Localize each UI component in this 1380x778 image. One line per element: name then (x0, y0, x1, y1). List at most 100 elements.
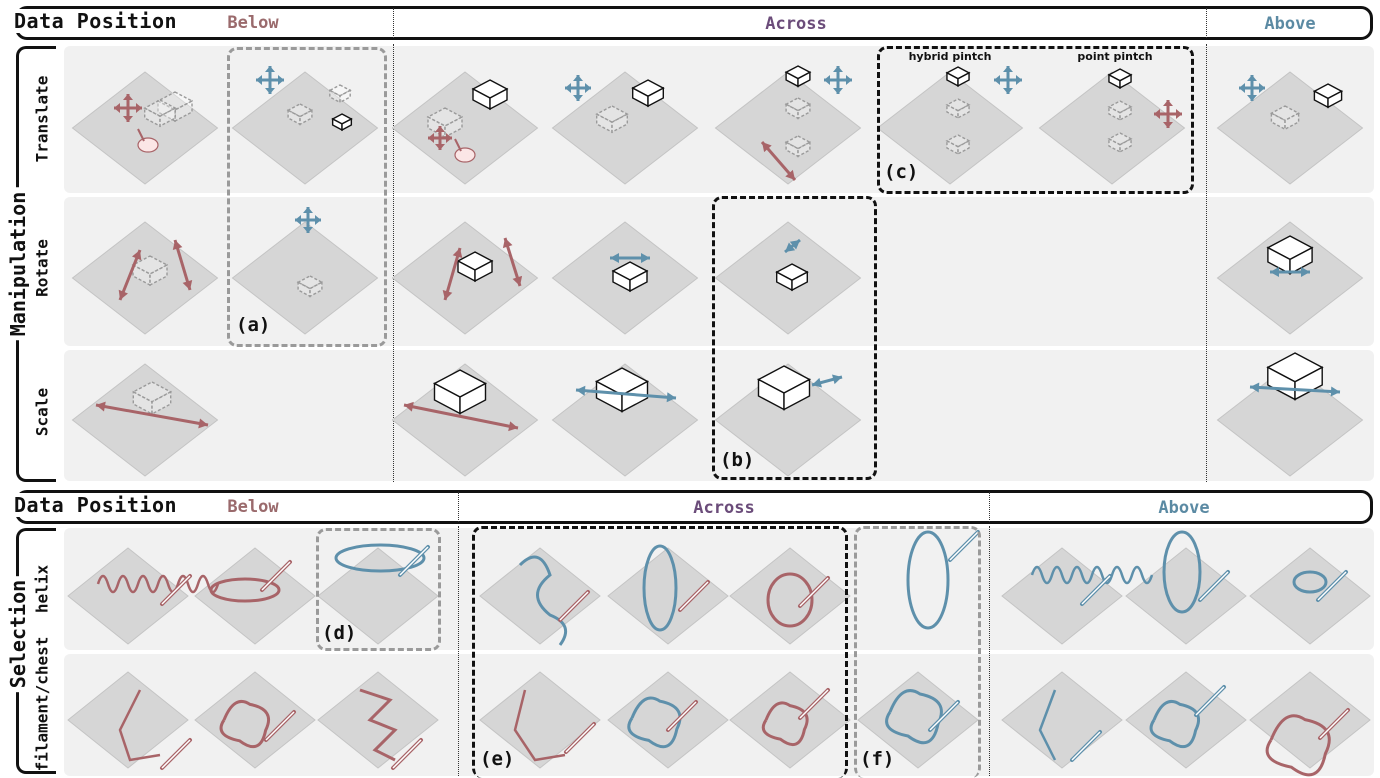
arrow-s4-head-1 (812, 377, 822, 388)
plate-translate-2 (391, 71, 539, 185)
cube-t4-g1-right (797, 103, 811, 120)
arrow-s2 (403, 403, 519, 430)
plate-rotate-2 (391, 221, 539, 335)
arrow-t6-head-2 (1163, 100, 1173, 106)
plate-rotate-7 (1216, 221, 1364, 335)
arrow-t0-head-0 (114, 103, 120, 113)
cube-r3-right (629, 269, 648, 293)
top-body-divider-1 (393, 44, 394, 482)
pen-b1-core (261, 561, 291, 591)
cube-s2-right (459, 382, 487, 415)
arrow-s7 (1249, 385, 1341, 394)
scribble-e0 (518, 555, 568, 646)
pen-e0-core (559, 591, 589, 621)
pen-f0-core (949, 531, 979, 561)
caption-hybrid-pintch: hybrid pintch (908, 50, 992, 63)
arrow-t5-head-2 (1003, 66, 1013, 72)
cube-t4-right (797, 71, 811, 88)
scribble-fb2 (359, 688, 398, 762)
plate-filament-a1 (1125, 671, 1247, 769)
highlight-box-a (227, 47, 387, 347)
plate-translate-0 (71, 71, 219, 185)
cube-t7-ghost-right (1284, 112, 1300, 131)
arrow-s3-head-1 (576, 385, 586, 396)
hand-t0-finger (137, 128, 145, 142)
blob-fa2 (1265, 714, 1331, 777)
cube-t1b-top (328, 84, 352, 97)
blob-fe2 (761, 701, 809, 747)
cube-t6-g1-left (1108, 105, 1121, 122)
arrow-r2a-head-1 (442, 289, 453, 300)
arrow-r2a (443, 247, 462, 301)
cube-t2-ghost-top (426, 107, 464, 127)
arrow-s4-head-0 (832, 374, 842, 385)
top-pos-below: Below (227, 13, 279, 33)
hand-t2-finger (454, 138, 462, 152)
arrow-s7-head-0 (1330, 386, 1340, 397)
cube-t6-g1-right (1119, 105, 1132, 122)
cube-t6-right (1119, 73, 1132, 90)
pen-ff0-core (929, 701, 959, 731)
arrow-t5-head-3 (1003, 88, 1013, 94)
pen-a2-core (1317, 571, 1347, 601)
arrow-t0-head-3 (123, 116, 133, 122)
arrow-s0-head-1 (96, 401, 106, 412)
arrow-t1-head-1 (278, 75, 284, 85)
pen-fb0-core (161, 739, 191, 769)
top-pos-across: Across (765, 14, 827, 34)
arrow-t4b-head-0 (785, 169, 795, 180)
arrow-t6-head-1 (1176, 109, 1182, 119)
plate-helix-a1 (1125, 547, 1247, 645)
bottom-body-divider-1 (458, 526, 459, 776)
pen-fa0-core (1071, 731, 1101, 761)
top-header-divider-1 (393, 8, 394, 38)
top-header-title: Data Position (10, 9, 182, 33)
bottom-body-divider-2 (989, 526, 990, 776)
curve-fb0 (118, 689, 161, 762)
pen-e2-core (799, 577, 829, 607)
cube-t0-right (159, 106, 177, 128)
arrow-t6-head-0 (1154, 109, 1160, 119)
plate-filament-e0 (479, 671, 601, 769)
arrow-t7-head-0 (1239, 83, 1245, 93)
plate-filament-b1 (194, 671, 316, 769)
hand-t0 (137, 137, 159, 153)
plate-translate-6 (1038, 71, 1186, 185)
arrow-t0-head-1 (136, 103, 142, 113)
loop-f0 (906, 530, 950, 630)
arrow-s2-head-1 (404, 401, 414, 412)
arrow-r1-head-0 (295, 215, 301, 225)
helix-a0 (1030, 565, 1154, 585)
arrow-t4b-head-1 (762, 142, 772, 153)
bottom-pos-across: Across (693, 498, 755, 518)
highlight-box-f (854, 526, 981, 778)
blob-fb1 (219, 699, 271, 749)
arrow-t5-head-0 (994, 75, 1000, 85)
tag-d: (d) (322, 622, 357, 644)
arrow-s2-head-0 (508, 421, 518, 432)
pen-fa1-core (1195, 686, 1225, 716)
top-pos-above: Above (1264, 14, 1316, 34)
arrow-t3-head-1 (585, 83, 591, 93)
arrow-t2-head-1 (446, 133, 452, 143)
pen-fe0-core (565, 723, 595, 753)
cube-r4-right (791, 270, 808, 292)
arrow-r4-head-0 (789, 240, 800, 250)
arrow-r1-head-3 (303, 227, 313, 233)
plate-filament-b0 (67, 671, 189, 769)
plate-helix-a2 (1249, 547, 1371, 645)
cube-t0-top (143, 99, 177, 117)
arrow-t4-head-2 (833, 66, 843, 72)
plate-helix-a0 (1001, 547, 1123, 645)
tag-a: (a) (236, 314, 271, 336)
plate-helix-e2 (729, 547, 851, 645)
arrow-r2b-head-0 (512, 275, 523, 286)
arrow-t3-head-0 (565, 83, 571, 93)
cube-r7-right (1289, 246, 1313, 275)
cube-t1a-right (299, 109, 313, 126)
bottom-header-divider-1 (458, 492, 459, 522)
cube-t4-g2-top (784, 135, 812, 150)
plate-helix-b2 (317, 547, 439, 645)
pen-fb1-core (265, 711, 295, 741)
